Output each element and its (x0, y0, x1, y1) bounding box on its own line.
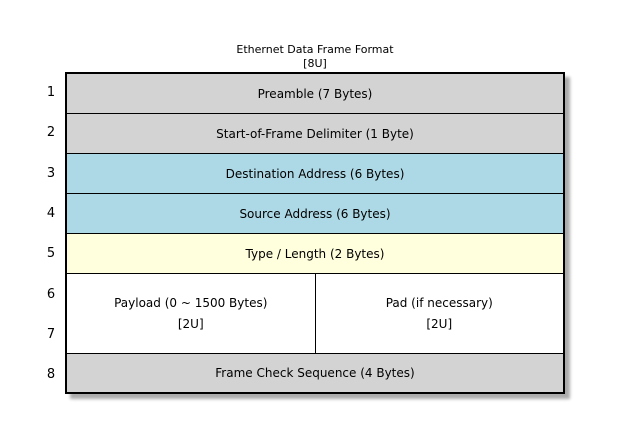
frame-row-type-length: Type / Length (2 Bytes) (67, 234, 563, 274)
pad-cell: Pad (if necessary) [2U] (314, 274, 564, 353)
frame-row-destination-address: Destination Address (6 Bytes) (67, 154, 563, 194)
diagram-title: Ethernet Data Frame Format [8U] (65, 43, 565, 71)
pad-cell-sub: [2U] (426, 316, 453, 331)
row-number-4: 4 (46, 206, 56, 221)
frame-row-type-length-label: Type / Length (2 Bytes) (245, 246, 385, 261)
frame-row-preamble-label: Preamble (7 Bytes) (257, 86, 373, 101)
row-number-8: 8 (46, 367, 56, 382)
row-number-5: 5 (46, 246, 56, 261)
frame-row-fcs: Frame Check Sequence (4 Bytes) (67, 354, 563, 392)
row-number-2: 2 (46, 125, 56, 140)
payload-cell: Payload (0 ~ 1500 Bytes) [2U] (67, 274, 315, 353)
row-number-6: 6 (46, 287, 56, 302)
row-number-7: 7 (46, 327, 56, 342)
frame-row-source-address: Source Address (6 Bytes) (67, 194, 563, 234)
frame-table: Preamble (7 Bytes) Start-of-Frame Delimi… (65, 72, 565, 394)
frame-row-preamble: Preamble (7 Bytes) (67, 74, 563, 114)
frame-row-fcs-label: Frame Check Sequence (4 Bytes) (215, 366, 415, 380)
frame-row-sfd-label: Start-of-Frame Delimiter (1 Byte) (216, 126, 414, 141)
diagram-title-line2: [8U] (303, 57, 327, 70)
frame-row-destination-address-label: Destination Address (6 Bytes) (225, 166, 405, 181)
payload-cell-label: Payload (0 ~ 1500 Bytes) (114, 295, 268, 310)
payload-pad-cells: Payload (0 ~ 1500 Bytes) [2U] Pad (if ne… (67, 274, 563, 353)
payload-cell-sub: [2U] (177, 316, 204, 331)
frame-row-payload-pad: Payload (0 ~ 1500 Bytes) [2U] Pad (if ne… (67, 274, 563, 354)
diagram-title-line1: Ethernet Data Frame Format (236, 43, 394, 56)
row-number-3: 3 (46, 166, 56, 181)
row-number-1: 1 (46, 85, 56, 100)
frame-row-sfd: Start-of-Frame Delimiter (1 Byte) (67, 114, 563, 154)
frame-row-source-address-label: Source Address (6 Bytes) (239, 206, 391, 221)
pad-cell-label: Pad (if necessary) (385, 295, 493, 310)
